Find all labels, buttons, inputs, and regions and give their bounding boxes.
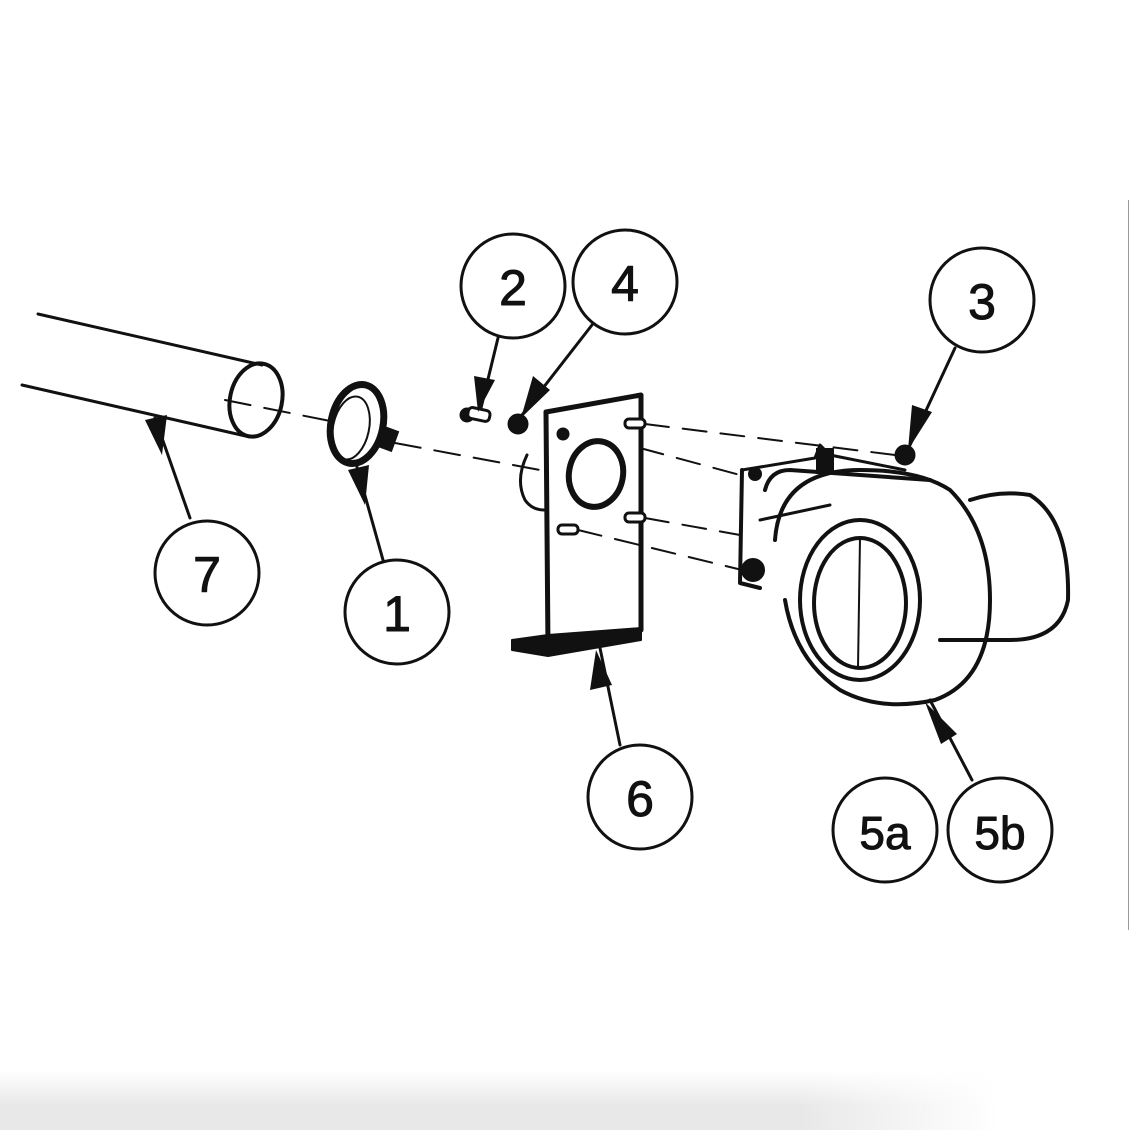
- svg-text:5a: 5a: [859, 807, 911, 859]
- svg-text:3: 3: [968, 274, 996, 330]
- arrow-1: [348, 465, 369, 505]
- bolt-part: [459, 406, 492, 423]
- washer-part: [507, 413, 529, 435]
- callout-3: 3: [928, 246, 1036, 354]
- callout-5b: 5b: [946, 776, 1054, 884]
- bracket-part: [511, 392, 647, 657]
- arrow-5: [925, 702, 957, 744]
- arrow-6: [590, 650, 612, 690]
- arrow-3: [908, 405, 932, 450]
- clamp-part: [326, 381, 400, 467]
- bottom-shadow: [0, 1070, 1000, 1130]
- assembly-axis-dashed: [224, 399, 541, 471]
- svg-text:5b: 5b: [974, 807, 1025, 859]
- arrow-2: [474, 376, 495, 412]
- callout-5a: 5a: [831, 776, 939, 884]
- arrow-7: [145, 415, 167, 455]
- svg-text:4: 4: [611, 256, 639, 312]
- pipe-part: [20, 312, 285, 439]
- callout-1: 1: [343, 558, 451, 666]
- frame-edge-rule: [1128, 200, 1129, 930]
- callout-2: 2: [459, 232, 567, 340]
- arrow-4: [521, 376, 550, 418]
- svg-text:1: 1: [383, 586, 411, 642]
- nut-part: [894, 444, 916, 466]
- svg-text:2: 2: [499, 260, 527, 316]
- svg-text:7: 7: [193, 547, 221, 603]
- callout-6: 6: [586, 743, 694, 851]
- callout-7: 7: [153, 519, 261, 627]
- bolt-guide-dashed: [577, 423, 896, 571]
- callout-4: 4: [571, 228, 679, 336]
- svg-text:6: 6: [626, 771, 654, 827]
- blower-part: [738, 443, 1071, 707]
- leader-arrows: [145, 323, 974, 782]
